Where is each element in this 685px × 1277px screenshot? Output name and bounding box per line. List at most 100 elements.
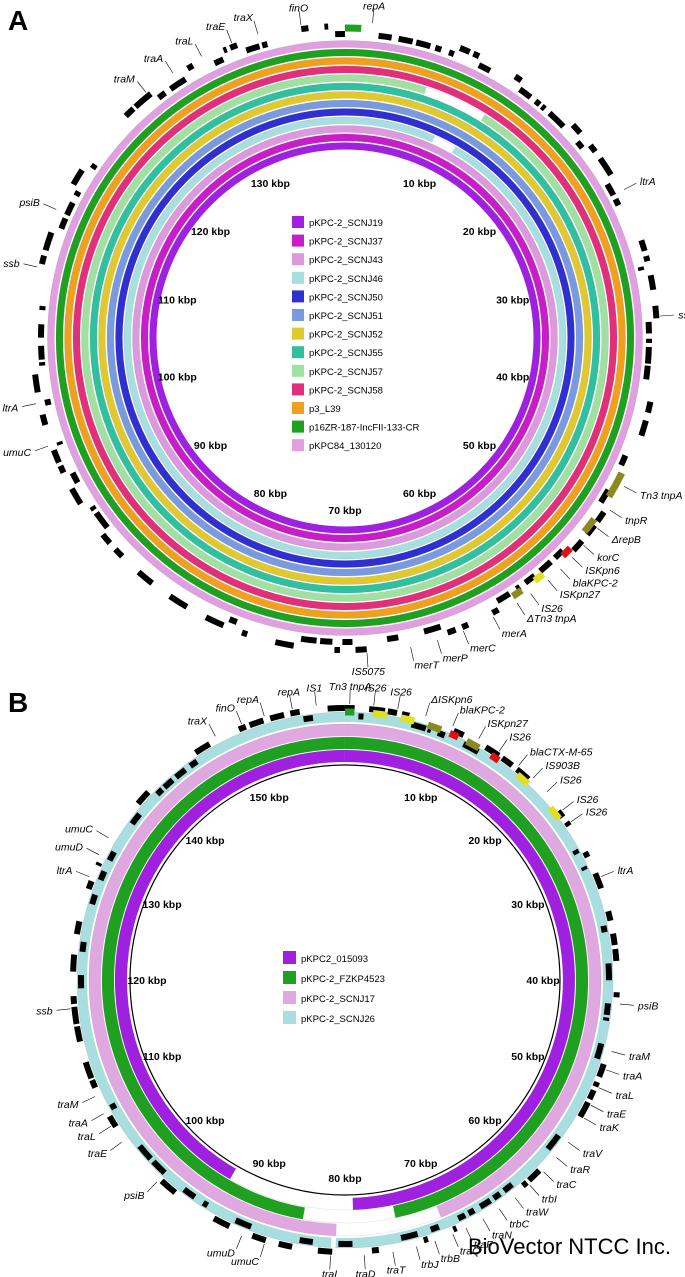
gene-leader-line [137, 81, 147, 93]
tick-label: 60 kbp [403, 488, 436, 500]
gene-block [109, 1102, 118, 1111]
gene-block [592, 1080, 600, 1088]
legend-label: pKPC-2_SCNJ58 [309, 385, 383, 396]
gene-block [458, 45, 471, 55]
tick-label: 140 kbp [185, 835, 224, 847]
gene-block [70, 168, 85, 186]
gene-block [56, 440, 64, 446]
gene-block [71, 1006, 80, 1025]
gene-leader-line [499, 1208, 508, 1221]
gene-block [248, 717, 265, 729]
gene-label: ΔISKpn6 [430, 694, 473, 706]
gene-label: traX [234, 12, 254, 24]
gene-block [592, 872, 604, 890]
ring-0 [115, 750, 345, 1180]
tick-label: 50 kbp [463, 440, 496, 452]
gene-block [552, 548, 565, 561]
ring-3 [124, 117, 566, 559]
gene-block [93, 511, 110, 530]
ring-0 [344, 750, 575, 1210]
gene-label: traM [114, 73, 135, 85]
gene-leader-line [110, 1141, 122, 1151]
gene-label: ltrA [3, 402, 19, 414]
gene-block [595, 510, 607, 524]
tick-label: 10 kbp [404, 792, 437, 804]
gene-label: merC [470, 643, 496, 655]
gene-label: IS1 [306, 683, 322, 695]
gene-leader-line [600, 871, 615, 877]
legend-swatch [292, 290, 304, 303]
gene-leader-line [568, 1141, 580, 1151]
gene-block [274, 639, 295, 649]
gene-block [289, 708, 301, 717]
gene-leader-line [543, 1171, 554, 1182]
gene-leader-line [298, 11, 302, 26]
gene-block [523, 573, 537, 586]
gene-label: traL [616, 1090, 634, 1102]
ring-11 [56, 49, 634, 627]
gene-label: IS26 [577, 794, 599, 806]
legend-swatch [292, 439, 304, 452]
gene-block [229, 42, 239, 51]
mobile-element-block [465, 738, 481, 751]
gene-label: traC [557, 1179, 577, 1191]
ring-3 [76, 712, 345, 1248]
gene-leader-line [208, 723, 216, 737]
gene-leader-line [583, 545, 595, 555]
gene-block [38, 254, 47, 265]
gene-leader-line [226, 29, 233, 44]
gene-label: traA [144, 53, 163, 65]
gene-block [555, 809, 566, 819]
gene-block [456, 1212, 467, 1222]
gene-leader-line [452, 712, 459, 727]
legend-label: pKPC-2_SCNJ55 [309, 348, 383, 359]
gene-leader-line [547, 579, 558, 591]
gene-block [514, 584, 522, 592]
gene-leader-line [562, 801, 574, 811]
legend-label: pKPC-2_SCNJ46 [309, 274, 383, 285]
gene-label: traN [492, 1230, 512, 1242]
gene-label: IS903B [546, 760, 580, 772]
gene-label: Tn3 tnpA [329, 681, 372, 693]
mobile-element-block [489, 752, 501, 764]
gene-block [452, 1225, 458, 1233]
legend-label: pKPC-2_SCNJ50 [309, 292, 383, 303]
gene-label: umuC [3, 447, 31, 459]
gene-block [597, 156, 614, 177]
gene-label: IS26 [560, 775, 582, 787]
gene-block [269, 711, 285, 722]
gene-block [95, 861, 103, 867]
tick-label: 120 kbp [127, 975, 166, 987]
gene-block [113, 547, 125, 559]
gene-block [545, 1133, 561, 1151]
gene-block [44, 398, 52, 406]
gene-label: tnpR [625, 515, 648, 527]
tick-label: 50 kbp [511, 1051, 544, 1063]
gene-block [436, 730, 446, 739]
gene-label: IS26 [509, 731, 531, 743]
gene-block [234, 1217, 253, 1230]
gene-block [303, 714, 314, 723]
ring-7 [90, 83, 600, 593]
gene-block [129, 812, 142, 826]
gene-block [387, 708, 398, 716]
gene-block [398, 35, 414, 45]
ring-6 [98, 91, 592, 585]
legend-label: pKPC-2_SCNJ26 [301, 1014, 375, 1025]
gene-block [400, 1230, 419, 1241]
gene-block [604, 182, 617, 197]
gene-block [638, 239, 648, 252]
gene-block [538, 559, 553, 574]
gene-block [201, 1200, 210, 1208]
gene-label: traM [58, 1099, 79, 1111]
gene-label: traA [69, 1118, 88, 1130]
gene-block [106, 850, 117, 862]
gene-block [612, 197, 622, 207]
ring-3 [344, 117, 435, 143]
gene-label: umuD [55, 842, 83, 854]
gene-label: IS26 [586, 806, 608, 818]
gene-label: ssb [36, 1006, 53, 1018]
gene-label: ssb [3, 258, 20, 270]
